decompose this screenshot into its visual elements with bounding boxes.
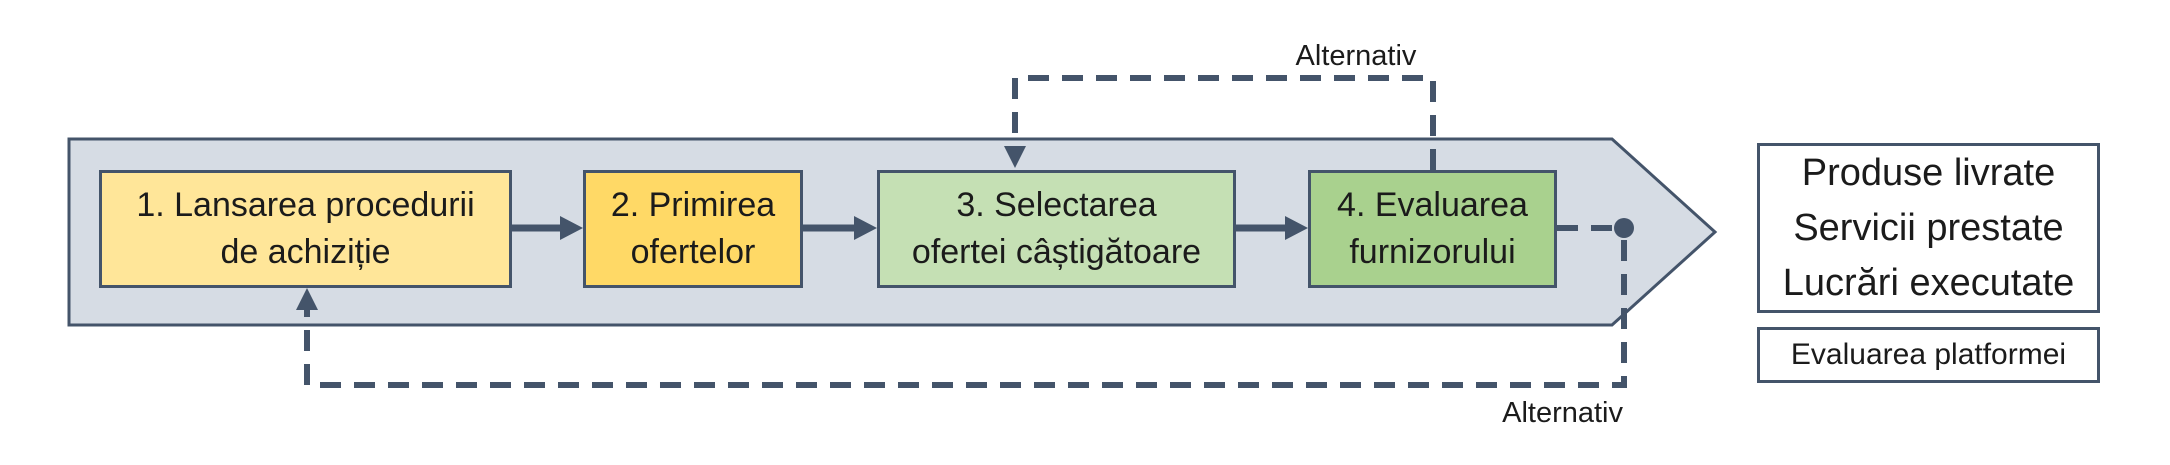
step-box-3: 3. Selectarea ofertei câștigătoare [877,170,1236,288]
alternative-bottom-arrowhead-icon [296,288,318,310]
alternative-label-bottom: Alternativ [1502,397,1623,429]
output-line-services: Servicii prestate [1793,206,2064,249]
step-3-label-line2: ofertei câștigătoare [911,233,1202,271]
step-box-4: 4. Evaluarea furnizorului [1308,170,1557,288]
step-4-label-line1: 4. Evaluarea [1337,186,1528,224]
step-1-label-line2: de achiziție [220,233,391,271]
step-box-2: 2. Primirea ofertelor [583,170,803,288]
step-connectors [512,216,1308,240]
alternative-path-bottom-line [304,240,1627,388]
alternative-top-arrowhead-icon [1004,146,1026,168]
junction-dot [1614,218,1634,238]
arrowhead-step2-icon [560,216,583,240]
step-3-label-line1: 3. Selectarea [956,186,1157,224]
step-4-label-line2: furnizorului [1349,233,1516,271]
output-line-products: Produse livrate [1801,151,2056,194]
alternative-label-top: Alternativ [1295,40,1417,72]
step-2-label-line2: ofertelor [630,233,756,271]
step-box-1: 1. Lansarea procedurii de achiziție [99,170,512,288]
outputs-box: Produse livrate Servicii prestate Lucrăr… [1757,143,2100,313]
arrowhead-step4-icon [1285,216,1308,240]
alternative-path-top-line [1012,75,1436,170]
alternative-path-top [1012,75,1436,170]
platform-evaluation-box: Evaluarea platformei [1757,327,2100,383]
alternative-path-bottom [304,225,1627,388]
platform-evaluation-label: Evaluarea platformei [1790,338,2067,371]
output-line-works: Lucrări executate [1782,261,2075,304]
step-2-label-line1: 2. Primirea [610,186,776,224]
arrowhead-step3-icon [854,216,877,240]
step-1-label-line1: 1. Lansarea procedurii [136,186,475,224]
